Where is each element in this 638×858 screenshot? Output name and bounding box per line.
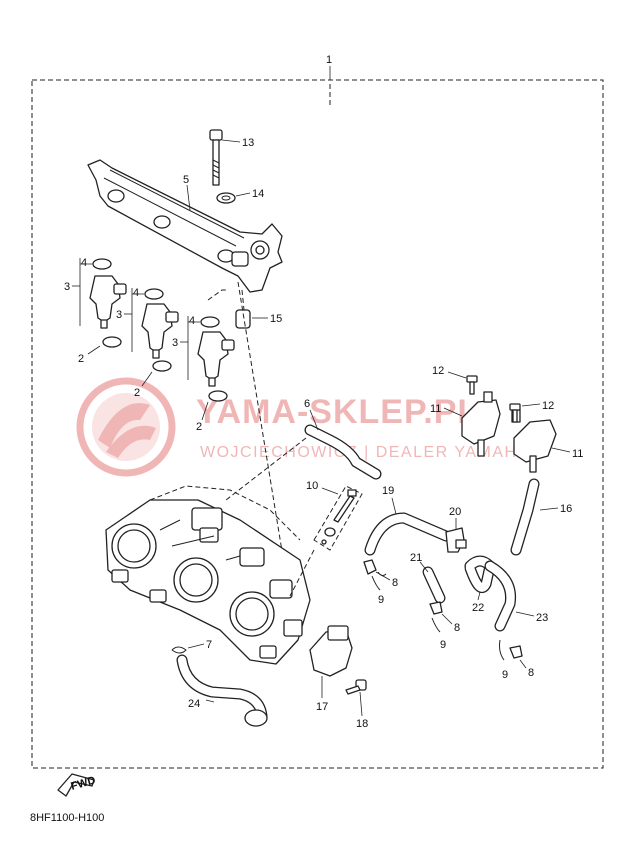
pressure-sensor-right bbox=[511, 409, 557, 473]
callout-7: 7 bbox=[206, 639, 212, 651]
fwd-arrow-icon: FWD bbox=[57, 773, 97, 797]
callout-6: 6 bbox=[304, 398, 310, 410]
callout-3c: 3 bbox=[172, 337, 178, 349]
hose-24 bbox=[176, 654, 268, 727]
injector-2 bbox=[141, 288, 179, 372]
fuel-rail bbox=[87, 159, 283, 293]
callout-2c: 2 bbox=[196, 421, 202, 433]
callout-4c: 4 bbox=[189, 315, 195, 327]
injector-3 bbox=[197, 316, 235, 402]
hose-6 bbox=[304, 424, 382, 480]
callout-24: 24 bbox=[188, 698, 200, 710]
throttle-position-sensor bbox=[309, 625, 353, 677]
hose-23 bbox=[484, 560, 517, 632]
callout-9c: 9 bbox=[502, 669, 508, 681]
callout-18: 18 bbox=[356, 718, 368, 730]
hose-16 bbox=[510, 478, 540, 556]
callout-4b: 4 bbox=[133, 287, 139, 299]
callout-3a: 3 bbox=[64, 281, 70, 293]
callout-9a: 9 bbox=[378, 594, 384, 606]
callout-5: 5 bbox=[183, 174, 189, 186]
callout-12b: 12 bbox=[542, 400, 554, 412]
collar-15 bbox=[235, 309, 251, 329]
tps-screw bbox=[345, 679, 367, 695]
sensor-screw-left bbox=[466, 375, 478, 395]
clip-cap-set-c bbox=[509, 645, 523, 659]
washer-14 bbox=[216, 192, 236, 204]
watermark-dealer-line: WOJCIECHOWICZ | DEALER YAMAHA bbox=[200, 444, 530, 461]
callout-8c: 8 bbox=[528, 667, 534, 679]
watermark-brand: YAMA-SKLEP.PL bbox=[196, 393, 479, 431]
callout-16: 16 bbox=[560, 503, 572, 515]
callout-1: 1 bbox=[326, 54, 332, 66]
clip-cap-set-a bbox=[363, 559, 387, 577]
hose-21 bbox=[422, 566, 446, 604]
callout-3b: 3 bbox=[116, 309, 122, 321]
callout-21: 21 bbox=[410, 552, 422, 564]
diagram-part-code: 8HF1100-H100 bbox=[30, 812, 105, 824]
callout-11b: 11 bbox=[572, 448, 583, 460]
throttle-body bbox=[105, 485, 311, 665]
callout-11a: 11 bbox=[430, 403, 441, 415]
joint-20 bbox=[445, 527, 467, 553]
watermark: YAMA-SKLEP.PL WOJCIECHOWICZ | DEALER YAM… bbox=[76, 377, 530, 477]
callout-23: 23 bbox=[536, 612, 548, 624]
callout-14: 14 bbox=[252, 188, 264, 200]
pressure-sensor-left bbox=[461, 391, 501, 457]
callout-2a: 2 bbox=[78, 353, 84, 365]
callout-17: 17 bbox=[316, 701, 328, 713]
rail-bolt bbox=[209, 129, 223, 186]
callout-13: 13 bbox=[242, 137, 254, 149]
callout-8a: 8 bbox=[392, 577, 398, 589]
callout-22: 22 bbox=[472, 602, 484, 614]
callout-2b: 2 bbox=[134, 387, 140, 399]
screw-kit-10 bbox=[313, 485, 363, 551]
callout-19: 19 bbox=[382, 485, 394, 497]
clip-cap-set-b bbox=[429, 601, 443, 615]
clip-7 bbox=[171, 646, 187, 654]
injector-1 bbox=[89, 258, 127, 348]
hose-19 bbox=[364, 512, 452, 556]
callout-15: 15 bbox=[270, 313, 282, 325]
callout-10: 10 bbox=[306, 480, 318, 492]
hose-22 bbox=[464, 555, 496, 593]
callout-8b: 8 bbox=[454, 622, 460, 634]
callout-4a: 4 bbox=[81, 257, 87, 269]
callout-20: 20 bbox=[449, 506, 461, 518]
callout-12a: 12 bbox=[432, 365, 444, 377]
assembly-border bbox=[31, 79, 604, 769]
callout-9b: 9 bbox=[440, 639, 446, 651]
sensor-screw-right bbox=[509, 403, 521, 423]
